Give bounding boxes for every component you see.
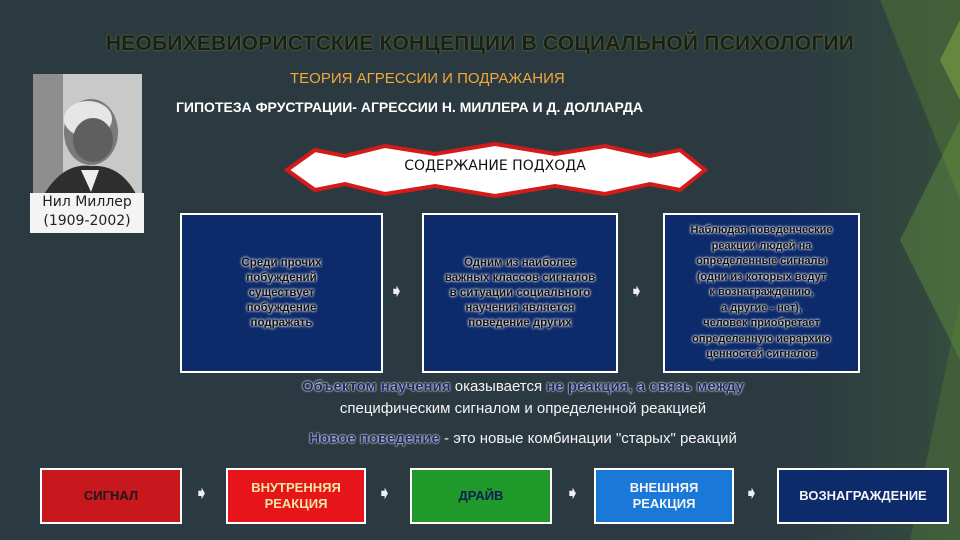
statement-text: оказывается xyxy=(451,378,547,395)
flow-step-internal-reaction: ВНУТРЕННЯЯ РЕАКЦИЯ xyxy=(226,468,366,524)
box-line: Среди прочих xyxy=(241,256,321,271)
box-line: реакции людей на xyxy=(690,239,832,255)
arrow-right-icon: ➧ xyxy=(389,281,404,302)
flow-label: ВОЗНАГРАЖДЕНИЕ xyxy=(799,488,926,503)
portrait-years: (1909-2002) xyxy=(30,212,144,231)
box-line: человек приобретает xyxy=(690,316,832,332)
box-line: ценностей сигналов xyxy=(690,347,832,363)
box-line: Наблюдая поведенческие xyxy=(690,223,832,239)
statement-emphasis: Объектом научения xyxy=(302,378,451,395)
slide-title: НЕОБИХЕВИОРИСТСКИЕ КОНЦЕПЦИИ В СОЦИАЛЬНО… xyxy=(0,32,960,56)
box-line: побуждений xyxy=(241,271,321,286)
theory-subtitle: ТЕОРИЯ АГРЕССИИ И ПОДРАЖАНИЯ xyxy=(290,70,565,87)
portrait-image-icon xyxy=(33,74,142,196)
statement-emphasis: не реакция, а связь между xyxy=(546,378,744,395)
box-line: побуждение xyxy=(241,301,321,316)
box-line: поведение других xyxy=(445,316,595,331)
box-line: (одни из которых ведут xyxy=(690,270,832,286)
arrow-right-icon: ➧ xyxy=(629,281,644,302)
portrait-caption: Нил Миллер (1909-2002) xyxy=(30,193,144,233)
portrait-name: Нил Миллер xyxy=(30,193,144,212)
box-line: к вознаграждению, xyxy=(690,285,832,301)
box-line: а другие - нет), xyxy=(690,301,832,317)
flow-label: ДРАЙВ xyxy=(459,488,504,503)
flow-step-drive: ДРАЙВ xyxy=(410,468,552,524)
learning-object-statement-cont: специфическим сигналом и определенной ре… xyxy=(0,400,960,417)
hypothesis-heading: ГИПОТЕЗА ФРУСТРАЦИИ- АГРЕССИИ Н. МИЛЛЕРА… xyxy=(176,99,643,115)
arrow-right-icon: ➧ xyxy=(744,483,759,504)
box-line: определенные сигналы xyxy=(690,254,832,270)
flow-label: ВНУТРЕННЯЯ xyxy=(251,480,341,496)
statement-text: - это новые комбинации "старых" реакций xyxy=(440,430,737,447)
learning-object-statement: Объектом научения оказывается не реакция… xyxy=(0,378,960,395)
flow-label: ВНЕШНЯЯ xyxy=(630,480,699,496)
box-line: важных классов сигналов xyxy=(445,271,595,286)
flow-step-signal: СИГНАЛ xyxy=(40,468,182,524)
arrow-right-icon: ➧ xyxy=(377,483,392,504)
flow-label: РЕАКЦИЯ xyxy=(251,496,341,512)
content-banner-label: СОДЕРЖАНИЕ ПОДХОДА xyxy=(275,158,715,174)
flow-label: РЕАКЦИЯ xyxy=(630,496,699,512)
box-line: Одним из наиболее xyxy=(445,256,595,271)
portrait-photo xyxy=(33,74,142,196)
new-behavior-statement: Новое поведение - это новые комбинации "… xyxy=(0,430,960,447)
arrow-right-icon: ➧ xyxy=(194,483,209,504)
box-line: определенную иерархию xyxy=(690,332,832,348)
flow-label: СИГНАЛ xyxy=(84,488,138,503)
concept-box-1: Среди прочих побуждений существует побуж… xyxy=(180,213,383,373)
flow-step-external-reaction: ВНЕШНЯЯ РЕАКЦИЯ xyxy=(594,468,734,524)
box-line: подражать xyxy=(241,316,321,331)
statement-emphasis: Новое поведение xyxy=(309,430,440,447)
box-line: научения является xyxy=(445,301,595,316)
concept-box-2: Одним из наиболее важных классов сигнало… xyxy=(422,213,618,373)
concept-box-3: Наблюдая поведенческие реакции людей на … xyxy=(663,213,860,373)
box-line: в ситуации социального xyxy=(445,286,595,301)
box-line: существует xyxy=(241,286,321,301)
arrow-right-icon: ➧ xyxy=(565,483,580,504)
flow-step-reward: ВОЗНАГРАЖДЕНИЕ xyxy=(777,468,949,524)
